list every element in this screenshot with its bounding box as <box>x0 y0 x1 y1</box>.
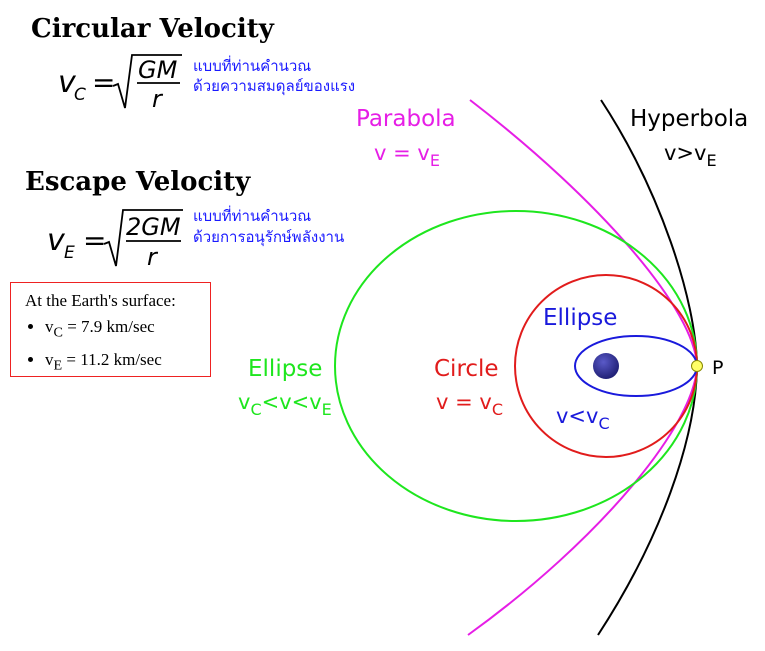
hyperbola-condition: v>vE <box>664 141 717 170</box>
small-ellipse-condition: v<vC <box>556 404 610 433</box>
planet <box>593 353 619 379</box>
periapsis-point <box>691 360 703 372</box>
hyperbola-label: Hyperbola <box>630 106 748 132</box>
small-ellipse-orbit <box>574 335 698 397</box>
svg-text:=: = <box>92 66 115 99</box>
circular-note-line1: แบบที่ท่านคำนวณ <box>193 57 312 75</box>
list-item: vE = 11.2 km/sec <box>45 346 162 379</box>
escape-velocity-title: Escape Velocity <box>25 167 251 197</box>
escape-formula-sub: E <box>64 243 75 263</box>
circle-orbit <box>514 274 698 458</box>
circular-velocity-title: Circular Velocity <box>31 14 274 44</box>
circular-formula-v: v <box>58 65 77 100</box>
parabola-curve <box>467 99 699 636</box>
circular-note-line2: ด้วยความสมดุลย์ของแรง <box>193 77 356 95</box>
large-ellipse-label: Ellipse <box>248 356 322 382</box>
hyperbola-curve <box>597 99 699 636</box>
small-ellipse-label: Ellipse <box>543 305 617 331</box>
circle-label: Circle <box>434 356 499 382</box>
earth-surface-title: At the Earth's surface: <box>25 291 176 310</box>
circle-condition: v = vC <box>436 390 503 419</box>
circular-formula-num: GM <box>138 56 178 84</box>
earth-surface-list: vC = 7.9 km/sec vE = 11.2 km/sec <box>11 313 162 380</box>
circular-formula-den: r <box>152 85 164 113</box>
escape-note-line1: แบบที่ท่านคำนวณ <box>193 207 312 225</box>
parabola-condition: v = vE <box>374 141 440 170</box>
circular-velocity-formula: v C = GM r <box>58 52 188 118</box>
escape-formula-num: 2GM <box>126 213 181 241</box>
parabola-label: Parabola <box>356 106 456 132</box>
escape-note-line2: ด้วยการอนุรักษ์พลังงาน <box>193 228 345 246</box>
escape-velocity-formula: v E = 2GM r <box>47 206 187 276</box>
large-ellipse-orbit <box>334 210 698 522</box>
large-ellipse-condition: vC<v<vE <box>238 390 332 419</box>
point-p-label: P <box>712 357 723 379</box>
circular-formula-sub: C <box>74 85 86 105</box>
list-item: vC = 7.9 km/sec <box>45 313 162 346</box>
svg-text:=: = <box>83 224 106 257</box>
escape-formula-v: v <box>47 223 66 258</box>
escape-formula-den: r <box>147 243 159 271</box>
earth-surface-box: At the Earth's surface: vC = 7.9 km/sec … <box>10 282 211 377</box>
